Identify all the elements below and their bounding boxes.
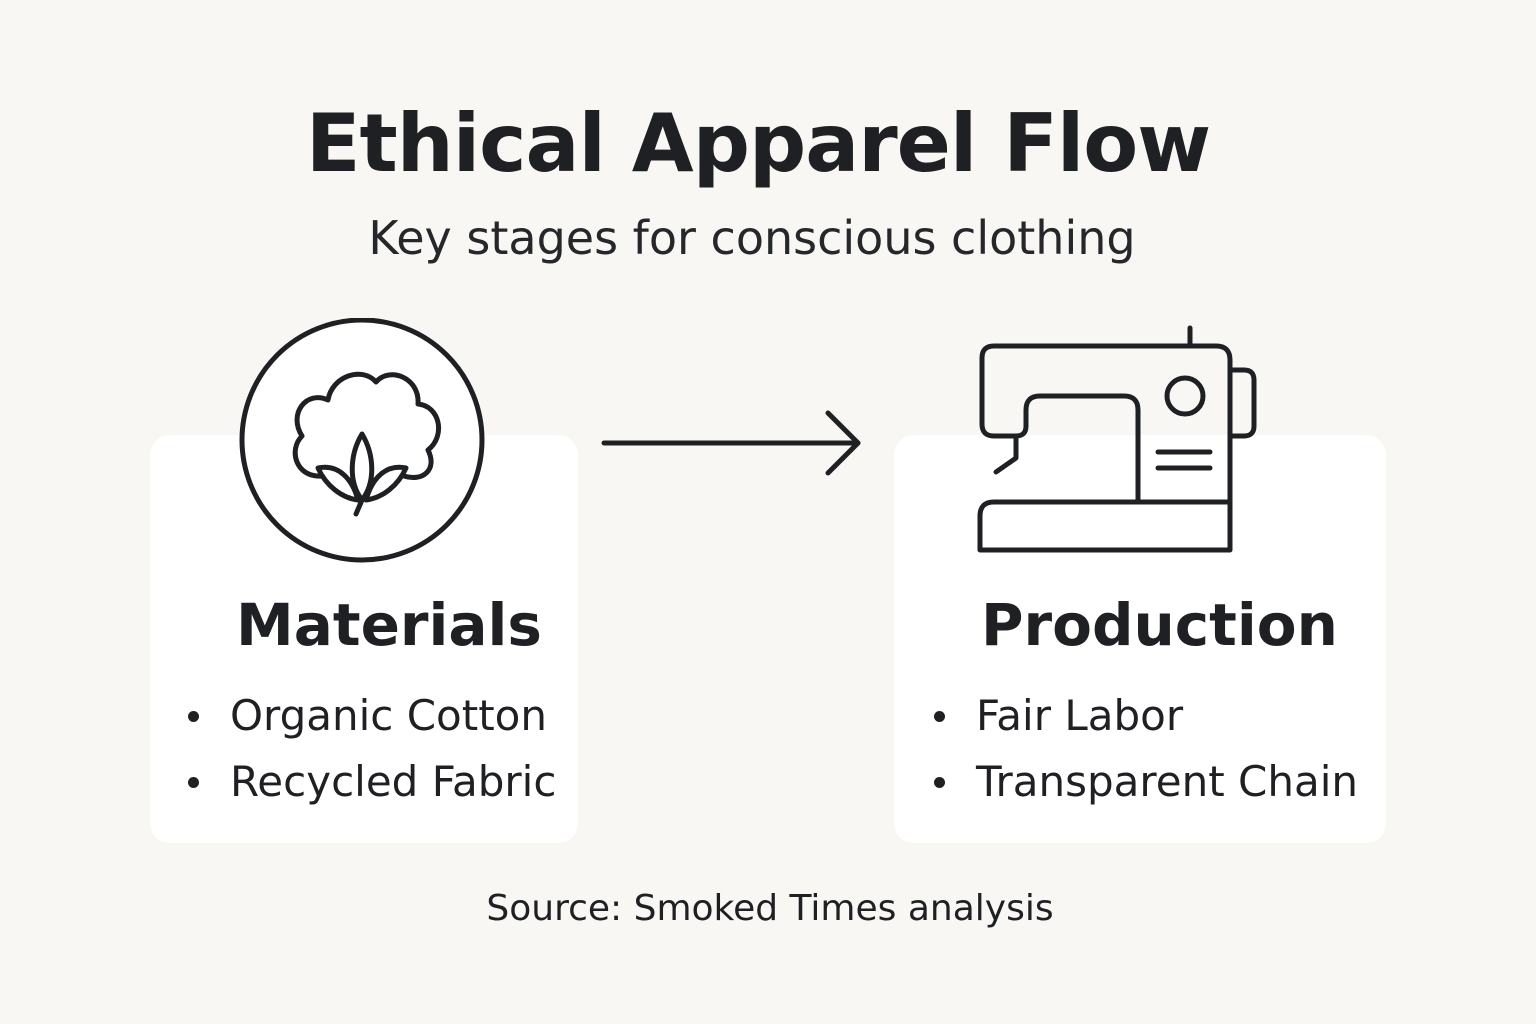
list-item: Organic Cotton: [184, 683, 556, 749]
list-item-label: Organic Cotton: [230, 691, 547, 740]
list-item-label: Transparent Chain: [976, 757, 1358, 806]
sewing-machine-icon: [970, 322, 1266, 562]
list-item: Transparent Chain: [930, 749, 1358, 815]
diagram-title: Ethical Apparel Flow: [305, 97, 1211, 190]
list-item: Fair Labor: [930, 683, 1358, 749]
bullet-icon: [934, 777, 945, 788]
bullet-icon: [188, 777, 199, 788]
production-list: Fair Labor Transparent Chain: [930, 683, 1358, 815]
materials-list: Organic Cotton Recycled Fabric: [184, 683, 556, 815]
bullet-icon: [188, 711, 199, 722]
source-note: Source: Smoked Times analysis: [486, 888, 1054, 929]
flow-arrow-icon: [600, 408, 866, 484]
list-item-label: Recycled Fabric: [230, 757, 557, 806]
stage-title-production: Production: [981, 591, 1338, 659]
stage-title-materials: Materials: [236, 591, 542, 659]
diagram-subtitle: Key stages for conscious clothing: [368, 211, 1136, 265]
bullet-icon: [934, 711, 945, 722]
cotton-icon: [238, 318, 488, 566]
list-item: Recycled Fabric: [184, 749, 556, 815]
list-item-label: Fair Labor: [976, 691, 1184, 740]
